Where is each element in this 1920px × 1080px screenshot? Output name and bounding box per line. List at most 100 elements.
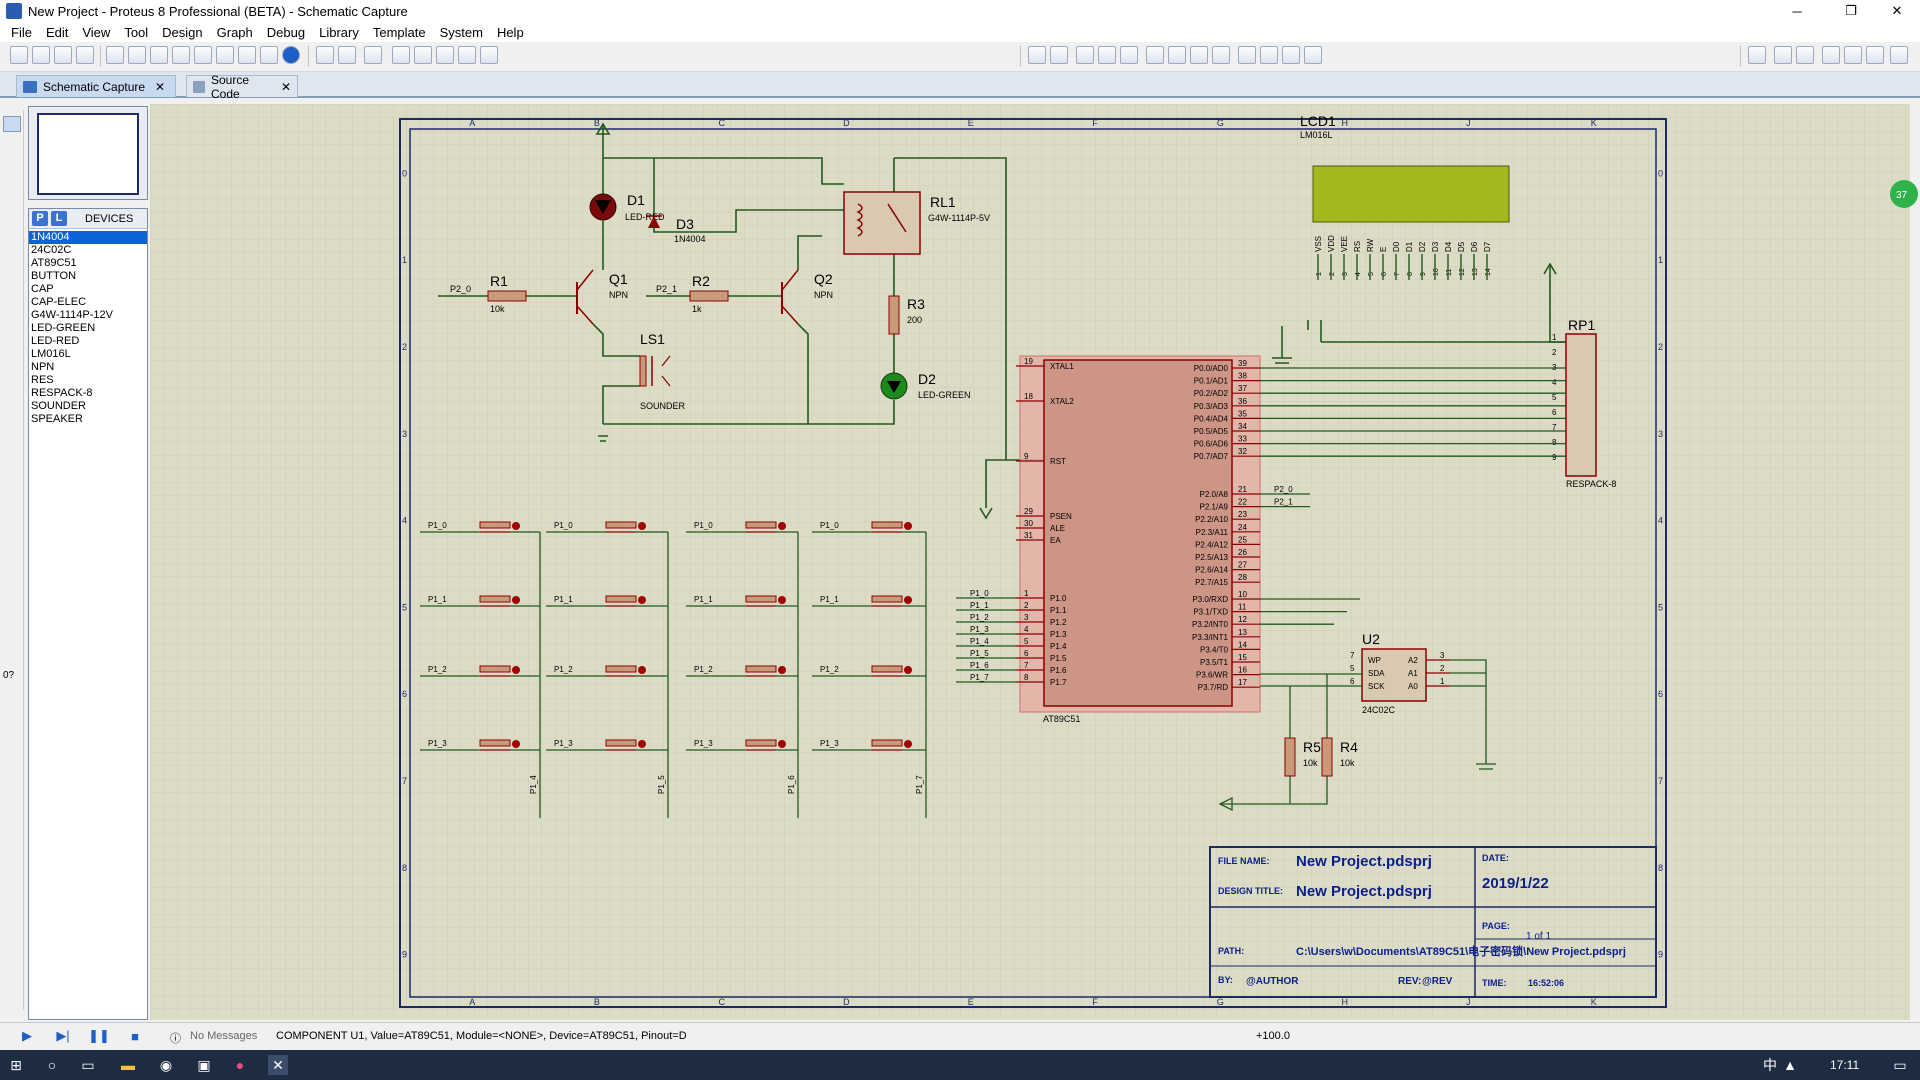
cut-icon[interactable]	[1076, 46, 1094, 64]
netlist-icon[interactable]	[1890, 46, 1908, 64]
grid-icon[interactable]	[338, 46, 356, 64]
exit-to-parent-icon[interactable]	[1866, 46, 1884, 64]
selection-mode-icon[interactable]	[3, 116, 21, 132]
pcb-icon[interactable]	[150, 46, 168, 64]
device-item[interactable]: BUTTON	[31, 270, 77, 282]
menu-template[interactable]: Template	[372, 24, 426, 40]
circle-tool-icon[interactable]	[3, 480, 21, 496]
device-item[interactable]: AT89C51	[31, 257, 77, 269]
save-icon[interactable]	[54, 46, 72, 64]
block-rotate-icon[interactable]	[1190, 46, 1208, 64]
redo-icon[interactable]	[1050, 46, 1068, 64]
device-item[interactable]: LM016L	[31, 348, 71, 360]
search-icon[interactable]: ○	[47, 1057, 57, 1073]
buses-icon[interactable]	[3, 226, 21, 242]
arc-tool-icon[interactable]	[3, 502, 21, 518]
tab-close-icon[interactable]: ✕	[155, 79, 166, 94]
rotation-angle-field[interactable]: 0?	[3, 670, 15, 681]
pause-icon[interactable]: ❚❚	[88, 1028, 110, 1043]
tab-source-code[interactable]: Source Code ✕	[186, 73, 298, 101]
windows-start-icon[interactable]: ⊞	[10, 1056, 22, 1073]
wire-label-icon[interactable]	[3, 182, 21, 198]
tab-close-icon[interactable]: ✕	[280, 79, 291, 94]
menu-system[interactable]: System	[439, 24, 483, 40]
line-tool-icon[interactable]	[3, 436, 21, 452]
paste-icon[interactable]	[1120, 46, 1138, 64]
subcircuit-icon[interactable]	[3, 248, 21, 264]
decompose-icon[interactable]	[1304, 46, 1322, 64]
step-icon[interactable]: ▶|	[56, 1028, 70, 1043]
close-button[interactable]: ✕	[1891, 3, 1903, 18]
rotate-ccw-icon[interactable]	[3, 648, 21, 664]
menu-file[interactable]: File	[11, 24, 32, 40]
visual-studio-icon[interactable]: ▣	[197, 1056, 211, 1073]
tray-notification-icon[interactable]: ▲	[1783, 1057, 1797, 1073]
mirror-x-icon[interactable]	[3, 694, 21, 710]
marker-tool-icon[interactable]	[3, 590, 21, 606]
message-status[interactable]: No Messages	[190, 1030, 258, 1042]
action-center-icon[interactable]: ▭	[1893, 1056, 1907, 1073]
stop-icon[interactable]: ■	[131, 1028, 139, 1044]
gerber-icon[interactable]	[172, 46, 190, 64]
zoom-all-icon[interactable]	[458, 46, 476, 64]
device-item[interactable]: 1N4004	[29, 231, 147, 244]
zoom-out-icon[interactable]	[436, 46, 454, 64]
library-manager-button[interactable]: L	[51, 211, 67, 226]
open-folder-icon[interactable]	[32, 46, 50, 64]
menu-view[interactable]: View	[82, 24, 111, 40]
menu-edit[interactable]: Edit	[45, 24, 69, 40]
box-tool-icon[interactable]	[3, 458, 21, 474]
device-item[interactable]: NPN	[31, 361, 55, 373]
device-item[interactable]: LED-RED	[31, 335, 80, 347]
zoom-in-icon[interactable]	[414, 46, 432, 64]
ime-indicator[interactable]: 中	[1763, 1057, 1777, 1073]
app-icon[interactable]: ●	[235, 1057, 245, 1073]
device-item[interactable]: 24C02C	[31, 244, 72, 256]
rotate-cw-icon[interactable]	[3, 626, 21, 642]
save-all-icon[interactable]	[76, 46, 94, 64]
menu-library[interactable]: Library	[319, 24, 359, 40]
menu-help[interactable]: Help	[496, 24, 524, 40]
vsm-studio-icon[interactable]	[260, 46, 278, 64]
overview-window[interactable]	[28, 106, 148, 200]
voltage-probe-icon[interactable]	[3, 386, 21, 402]
device-item[interactable]: RESPACK-8	[31, 387, 93, 399]
path-tool-icon[interactable]	[3, 524, 21, 540]
device-item[interactable]: LED-GREEN	[31, 322, 96, 334]
device-pins-icon[interactable]	[3, 298, 21, 314]
proteus-taskbar-icon[interactable]: ✕	[268, 1055, 288, 1075]
file-explorer-icon[interactable]: ▬	[121, 1057, 135, 1073]
device-item[interactable]: CAP	[31, 283, 54, 295]
tape-recorder-icon[interactable]	[3, 342, 21, 358]
device-item[interactable]: SOUNDER	[31, 400, 87, 412]
task-view-icon[interactable]: ▭	[81, 1056, 95, 1073]
pick-device-icon[interactable]	[1238, 46, 1256, 64]
bom-icon[interactable]	[216, 46, 234, 64]
origin-icon[interactable]	[364, 46, 382, 64]
device-item[interactable]: G4W-1114P-12V	[31, 309, 113, 321]
refresh-icon[interactable]	[316, 46, 334, 64]
junction-dot-icon[interactable]	[3, 160, 21, 176]
device-item[interactable]: RES	[31, 374, 54, 386]
menu-tool[interactable]: Tool	[124, 24, 149, 40]
device-item[interactable]: CAP-ELEC	[31, 296, 87, 308]
graph-mode-icon[interactable]	[3, 320, 21, 336]
new-file-icon[interactable]	[10, 46, 28, 64]
help-icon[interactable]	[282, 46, 300, 64]
pick-devices-button[interactable]: P	[32, 211, 48, 226]
3d-view-icon[interactable]	[194, 46, 212, 64]
block-delete-icon[interactable]	[1212, 46, 1230, 64]
block-copy-icon[interactable]	[1146, 46, 1164, 64]
terminals-icon[interactable]	[3, 276, 21, 292]
zoom-area-icon[interactable]	[480, 46, 498, 64]
home-icon[interactable]	[106, 46, 124, 64]
copy-icon[interactable]	[1098, 46, 1116, 64]
symbol-tool-icon[interactable]	[3, 568, 21, 584]
pan-icon[interactable]	[392, 46, 410, 64]
undo-icon[interactable]	[1028, 46, 1046, 64]
tab-schematic-capture[interactable]: Schematic Capture ✕	[16, 75, 176, 97]
generator-icon[interactable]	[3, 364, 21, 380]
mirror-y-icon[interactable]	[3, 716, 21, 732]
